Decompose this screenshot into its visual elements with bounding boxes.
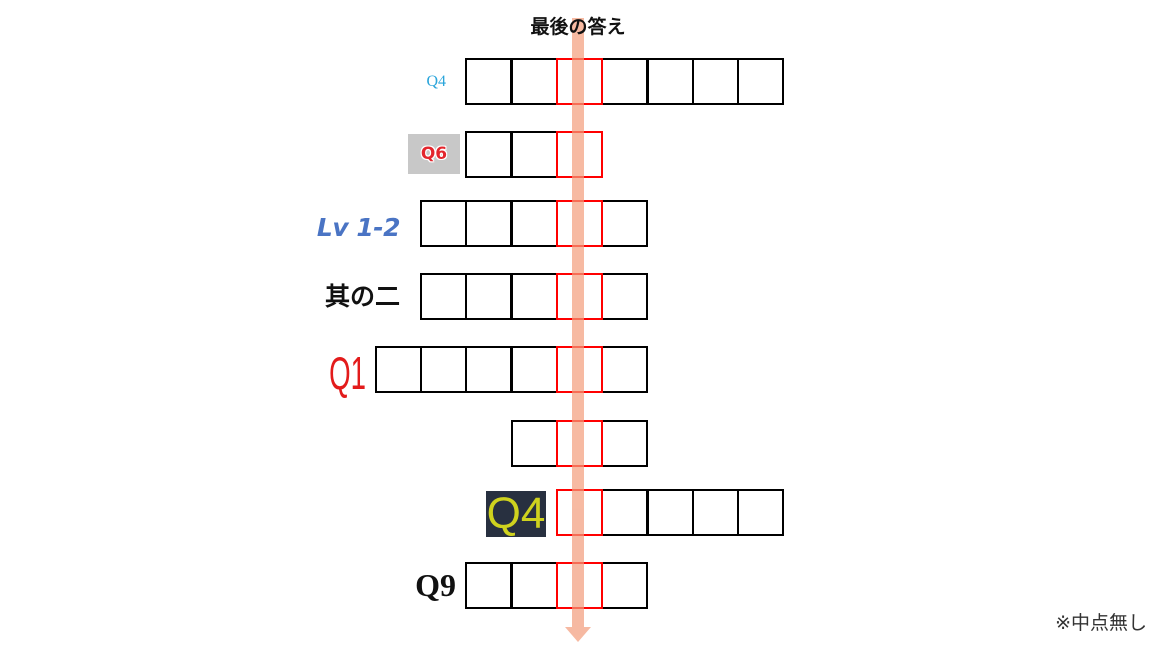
answer-cell [465, 58, 513, 105]
answer-cell [374, 346, 422, 393]
arrow-shaft [572, 18, 584, 628]
answer-cell [465, 200, 513, 247]
answer-row-2 [465, 131, 603, 178]
answer-cell [420, 273, 468, 320]
answer-row-5 [374, 346, 649, 393]
answer-cell-highlighted [555, 131, 603, 178]
answer-row-6 [510, 420, 649, 467]
answer-cell [465, 273, 513, 320]
answer-cell [510, 58, 558, 105]
answer-row-1 [465, 58, 785, 105]
answer-cell-highlighted [555, 273, 603, 320]
label-q4-dark: Q4 [486, 491, 546, 537]
arrow-head [565, 627, 591, 642]
footnote: ※中点無し [1055, 612, 1147, 634]
answer-cell [465, 131, 513, 178]
answer-cell [601, 58, 649, 105]
answer-cell [420, 346, 468, 393]
answer-cell-highlighted [556, 489, 603, 536]
answer-cell [465, 562, 513, 609]
answer-cell [465, 346, 513, 393]
answer-cell [510, 420, 558, 467]
answer-cell [510, 131, 558, 178]
label-q6-badge: Q6 [408, 134, 460, 174]
answer-cell [510, 562, 558, 609]
answer-cell-highlighted [555, 200, 603, 247]
answer-cell [420, 200, 468, 247]
final-answer-heading: 最後の答え [530, 16, 626, 38]
answer-cell [510, 273, 558, 320]
answer-cell-highlighted [555, 58, 603, 105]
answer-row-7 [556, 489, 785, 536]
answer-cell [510, 346, 558, 393]
answer-cell [737, 489, 785, 536]
label-q4-dark-badge: Q4 [486, 491, 546, 537]
label-q6: Q6 [420, 144, 448, 164]
answer-cell [737, 58, 785, 105]
answer-cell [691, 489, 739, 536]
answer-cell [601, 200, 649, 247]
answer-cell [601, 273, 649, 320]
answer-cell [691, 58, 739, 105]
label-q1: Q1 [329, 347, 366, 399]
label-sono-ni: 其の二 [324, 282, 400, 311]
answer-row-4 [420, 273, 649, 320]
answer-cell [646, 489, 694, 536]
answer-cell-highlighted [555, 420, 603, 467]
answer-cell [601, 346, 649, 393]
answer-cell [601, 562, 649, 609]
answer-cell-highlighted [555, 346, 603, 393]
label-q9: Q9 [415, 567, 456, 603]
answer-cell-highlighted [555, 562, 603, 609]
answer-cell [601, 420, 649, 467]
answer-row-3 [420, 200, 649, 247]
label-lv-1-2: Lv 1-2 [316, 213, 401, 242]
answer-cell [601, 489, 649, 536]
answer-cell [646, 58, 694, 105]
answer-row-8 [465, 562, 649, 609]
answer-cell [510, 200, 558, 247]
label-q4: Q4 [426, 73, 446, 90]
